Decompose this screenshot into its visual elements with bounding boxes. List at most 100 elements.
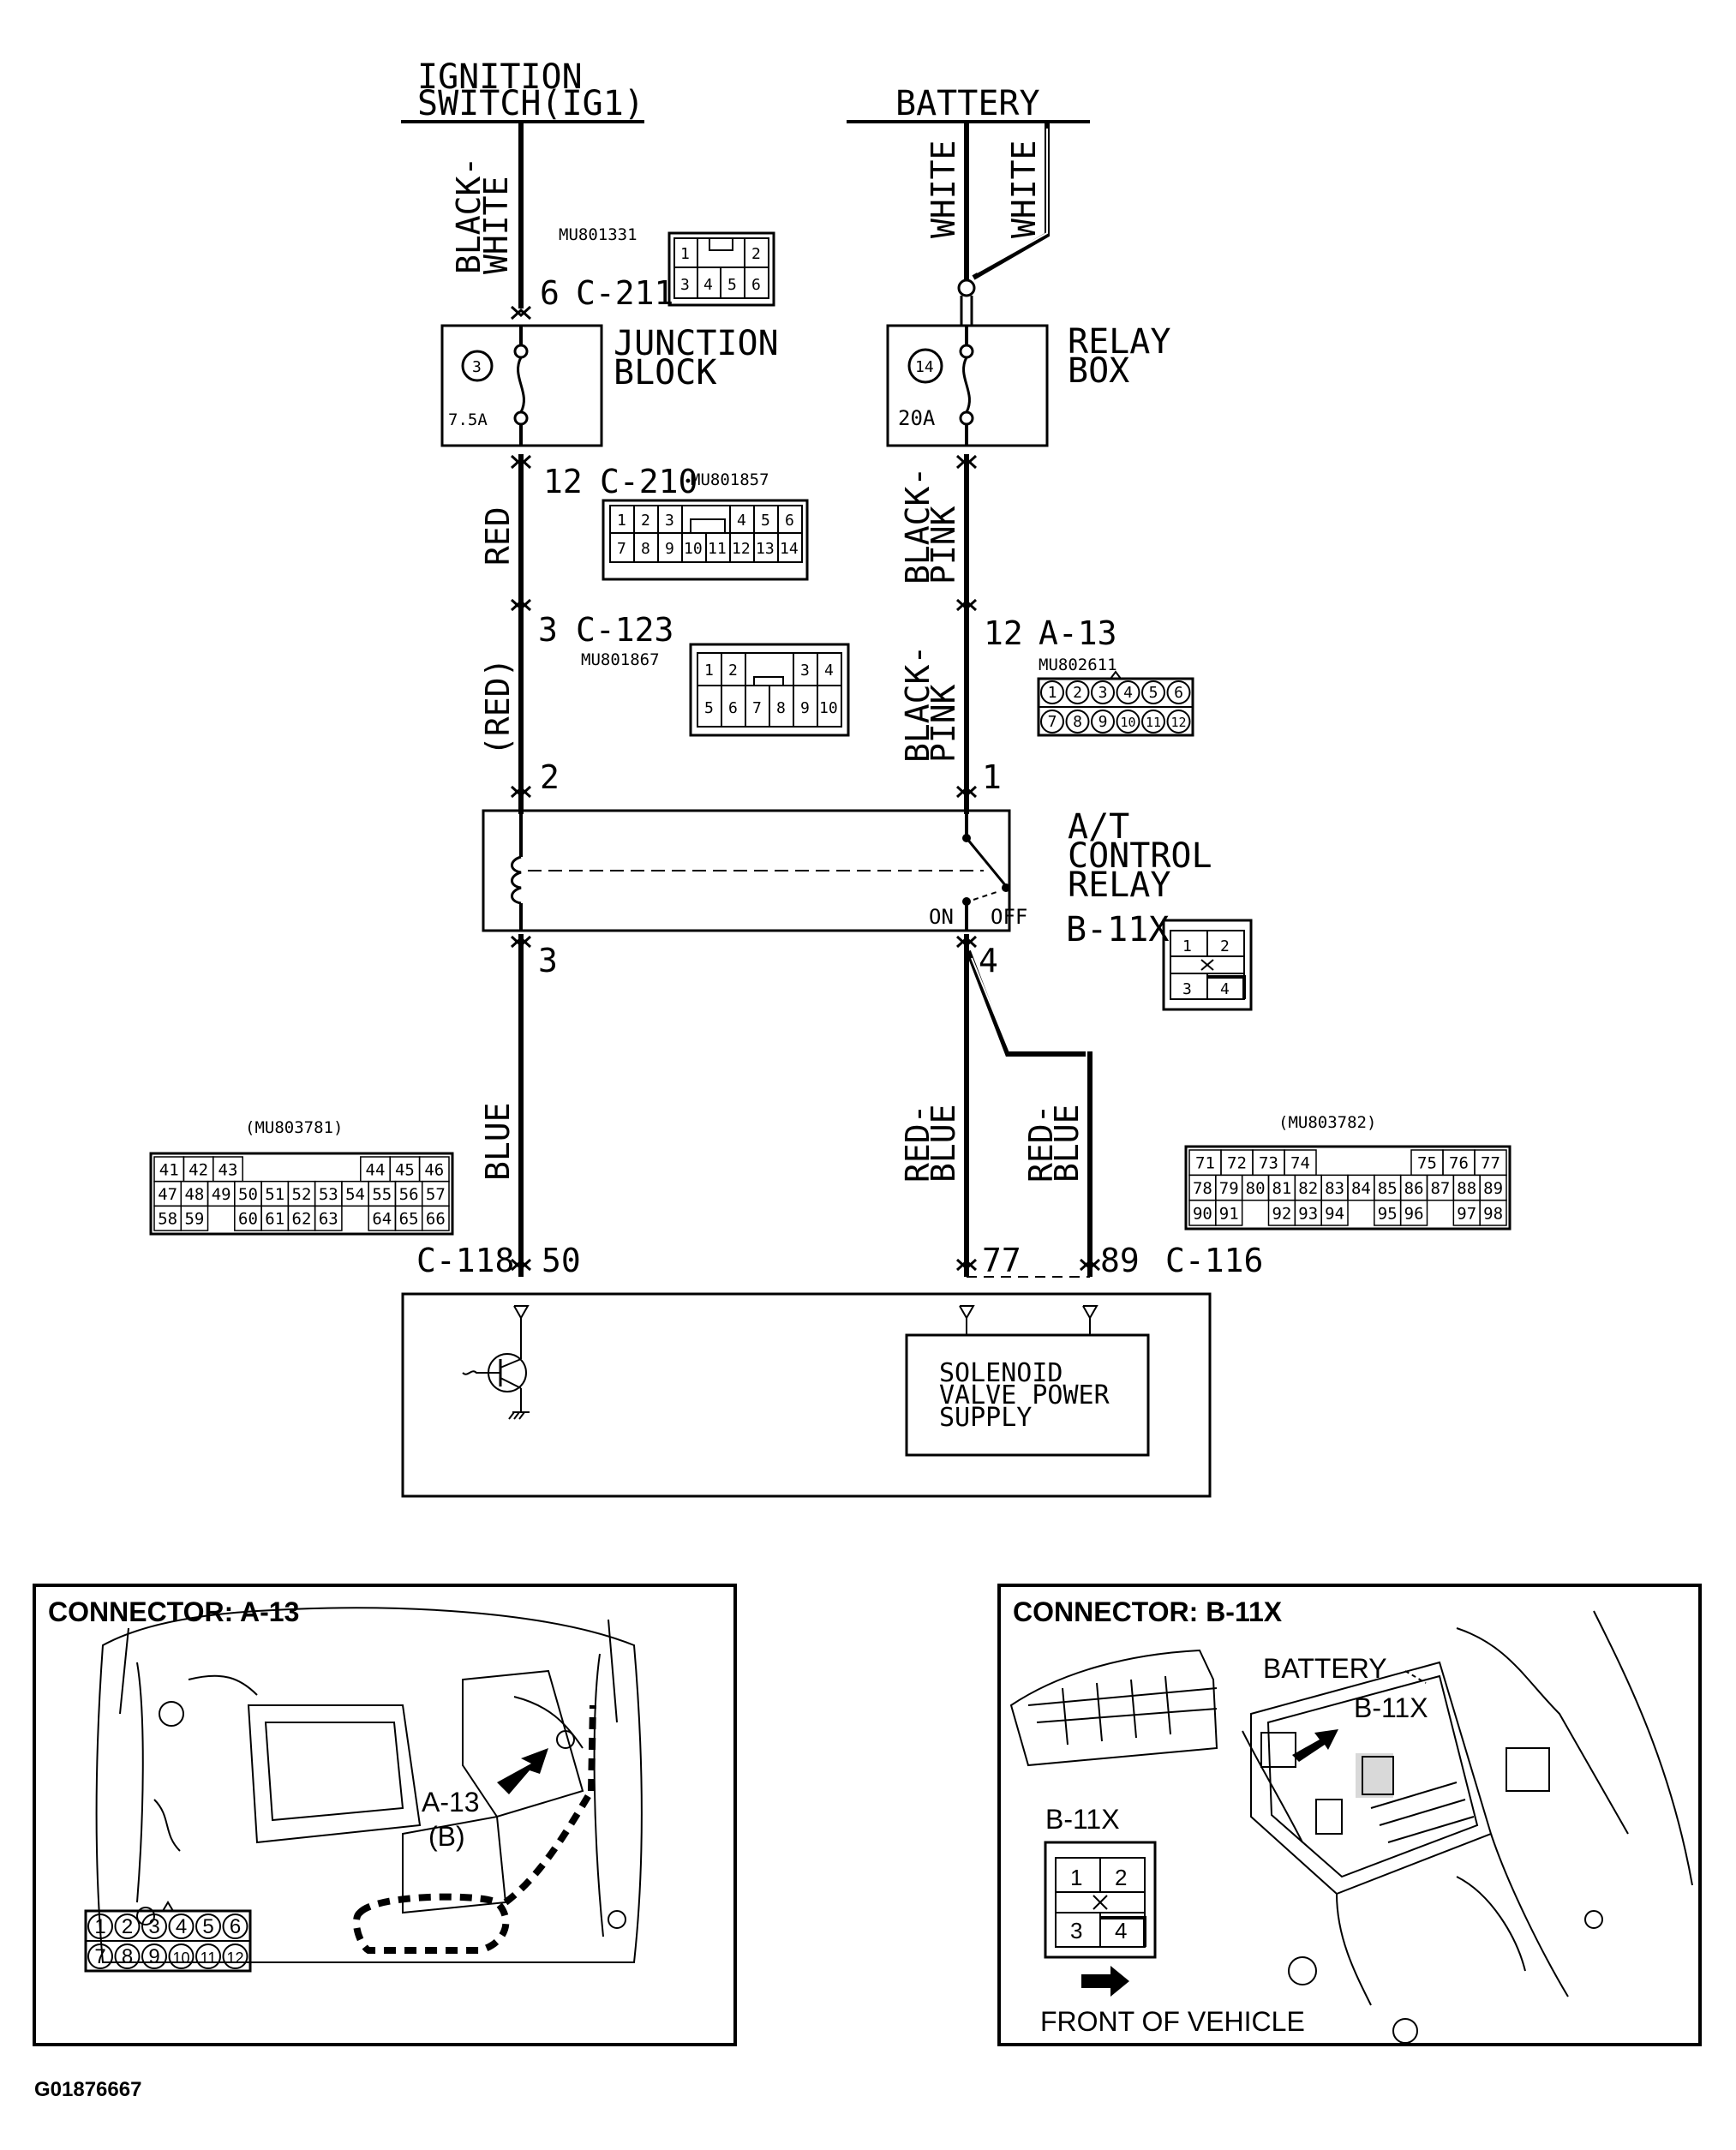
rb-fuse-no: 14 [915, 358, 934, 376]
ecu-pin-label: 80 [1246, 1179, 1266, 1198]
rb-label-2: BOX [1068, 351, 1129, 391]
pin-label: 11 [1146, 715, 1161, 730]
wire-black-pink-upper-2: PINK [925, 506, 962, 584]
pin-circle [1166, 680, 1191, 704]
ecu-pin-label: 66 [426, 1210, 446, 1229]
solenoid-line-3: SUPPLY [939, 1403, 1032, 1433]
svg-text:7: 7 [617, 540, 626, 558]
ecu-pin-cell [208, 1206, 235, 1231]
connector-a13-panel: CONNECTOR: A-13 A-13 (B) [33, 1584, 737, 2046]
wire-red-paren: (RED) [479, 658, 517, 756]
ecu-pin-label: 94 [1325, 1204, 1344, 1223]
connector-b11x-panel: CONNECTOR: B-11X BATTERY B-11X B-11X [997, 1584, 1702, 2046]
ecu-pin-label: 81 [1272, 1179, 1291, 1198]
wire-black-white-1: BLACK- [450, 157, 488, 274]
relay-pin-3: 3 [538, 942, 558, 979]
svg-text:2: 2 [1220, 937, 1230, 955]
b11x-label: B-11X [1066, 910, 1169, 949]
pin-label: 1 [94, 1915, 105, 1938]
wire-black-pink-lower-1: BLACK- [899, 645, 937, 763]
c211-name: C-211 [576, 274, 673, 312]
svg-text:3: 3 [665, 512, 674, 530]
ecu-pin-label: 62 [292, 1210, 312, 1229]
wire-red-blue-right-2: BLUE [1048, 1104, 1086, 1183]
a13-part: MU802611 [1039, 656, 1117, 674]
c210-pin-grid: 1 2 3 4 5 6 7 8 9 10 11 12 13 14 [602, 499, 809, 581]
svg-text:2: 2 [641, 512, 650, 530]
pin-label: 8 [122, 1945, 133, 1968]
battery-source: BATTERY [847, 84, 1090, 123]
c210-part: MU801857 [691, 470, 769, 489]
pin-label: 6 [1174, 684, 1183, 702]
pin-label: 9 [148, 1945, 159, 1968]
c123-part: MU801867 [581, 650, 660, 669]
pin-label: 10 [1120, 715, 1135, 730]
ecu-pin-label: 51 [265, 1185, 284, 1204]
a13-arrow-icon [497, 1748, 548, 1794]
panel-left-callout-2: (B) [428, 1821, 465, 1852]
svg-text:8: 8 [641, 540, 650, 558]
ecu-pin-label: 85 [1378, 1179, 1398, 1198]
relay-off: OFF [991, 905, 1027, 929]
a13-pin-grid [1037, 670, 1194, 737]
svg-text:4: 4 [824, 662, 834, 680]
ecu-pin-cell [302, 1157, 331, 1182]
svg-text:6: 6 [751, 276, 761, 294]
ecu-pin-label: 45 [395, 1160, 415, 1179]
svg-text:3: 3 [800, 662, 810, 680]
ecu-pin-label: 64 [372, 1210, 392, 1229]
pin-circle [1166, 710, 1191, 734]
a13-name: A-13 [1039, 614, 1117, 652]
svg-text:14: 14 [780, 540, 799, 558]
svg-text:2: 2 [1115, 1865, 1127, 1890]
harness-route-2 [503, 1788, 595, 1906]
ecu-left-frame [149, 1152, 454, 1236]
svg-text:10: 10 [684, 540, 703, 558]
wire-black-white-2: WHITE [477, 177, 515, 274]
ecu-pin-label: 43 [218, 1160, 238, 1179]
wire-black-pink-lower-2: PINK [925, 684, 962, 763]
at-control-relay: 2 1 3 4 ON OFF A/T CONTROL RELAY [482, 758, 1212, 979]
battery-area-sketch [1009, 1610, 1693, 2044]
pin-circle [1141, 710, 1165, 734]
b11x-arrow-icon [1292, 1729, 1338, 1762]
pin-label: 2 [1073, 684, 1082, 702]
pin-label: 11 [201, 1949, 217, 1967]
ecu-pin-label: 86 [1404, 1179, 1424, 1198]
relay-label-3: RELAY [1068, 865, 1170, 905]
ecu-pin-label: 98 [1483, 1204, 1503, 1223]
battery-label: BATTERY [895, 84, 1040, 123]
pin-circle [1040, 680, 1064, 704]
pin-label: 8 [1073, 713, 1082, 731]
svg-text:4: 4 [1220, 980, 1230, 998]
panel-left-callout-1: A-13 [422, 1787, 480, 1818]
ecu-pin-label: 87 [1430, 1179, 1450, 1198]
ecu-pin-cell [1399, 1199, 1428, 1226]
engine-bay-sketch [95, 1607, 643, 1963]
relay-box: 14 20A RELAY BOX [886, 322, 1170, 447]
ecu-pin-label: 49 [212, 1185, 231, 1204]
ecu-pin-label: 74 [1290, 1154, 1310, 1173]
wire-red-blue-left-2: BLUE [925, 1104, 962, 1183]
pin-circle [1065, 680, 1090, 704]
svg-text:3: 3 [680, 276, 690, 294]
ecu-pin-label: 61 [265, 1210, 284, 1229]
svg-text:9: 9 [665, 540, 674, 558]
pin-circle [1091, 710, 1115, 734]
ecu-pin-label: 65 [399, 1210, 419, 1229]
wire-black-pink-upper-1: BLACK- [899, 467, 937, 584]
c123-pin: 3 [538, 611, 558, 649]
jb-fuse-no: 3 [472, 358, 482, 376]
pin-circle [195, 1913, 221, 1939]
wire-red-blue-left-1: RED- [899, 1104, 937, 1183]
ignition-label-1: IGNITION [417, 57, 583, 97]
ecu-pin-label: 93 [1298, 1204, 1318, 1223]
ecu-pin-cell [1320, 1199, 1349, 1226]
rb-rating: 20A [898, 406, 936, 430]
pin-label: 7 [1048, 713, 1057, 731]
ecu-pin-label: 56 [399, 1185, 419, 1204]
svg-text:8: 8 [776, 699, 786, 717]
harness-route-3 [588, 1704, 596, 1792]
